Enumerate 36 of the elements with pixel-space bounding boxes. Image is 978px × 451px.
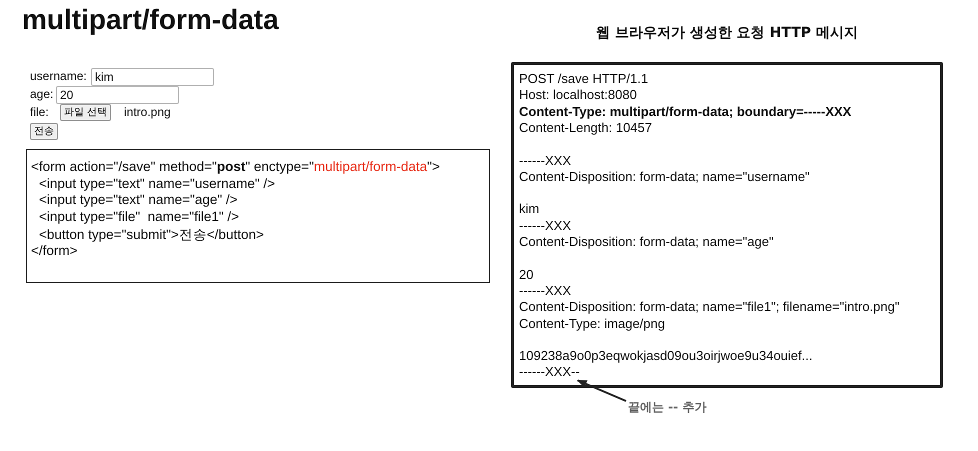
code-text: "> (427, 159, 440, 174)
message-line: ------XXX (519, 152, 571, 168)
input-field: 20 (56, 86, 179, 104)
message-line: Content-Type: image/png (519, 316, 665, 330)
field-label: intro.png (124, 105, 171, 119)
message-line: kim (519, 201, 540, 216)
code-text: <input type="file" name="file1" /> (39, 209, 240, 224)
code-text: <input type="text" name="username" /> (39, 176, 276, 191)
title: multipart/form-data (22, 4, 279, 36)
code-box (26, 149, 490, 283)
input-field: kim (91, 68, 214, 86)
arrow (576, 379, 626, 402)
message-line: 109238a9o0p3eqwokjasd09ou3oirjwoe9u34ouief... (519, 348, 812, 364)
file-button: 파일 선택 (60, 104, 112, 121)
code-text: <input type="text" name="age" /> (39, 192, 238, 208)
code-text: multipart/form-data (314, 159, 428, 174)
submit-button: 전송 (30, 123, 58, 140)
message-line: ------XXX-- (519, 364, 580, 380)
message-line: Content-Type: multipart/form-data; boundary=-----XXX (519, 104, 852, 119)
field-label: age: (30, 87, 54, 101)
code-text: </form> (31, 242, 78, 258)
message-line: ------XXX (519, 218, 571, 233)
code-text: <form action="/save" method="post" enctype=" (31, 159, 314, 174)
note-text: 끝에는 -- 추가 (628, 399, 706, 416)
field-label: file: (30, 105, 49, 119)
message-line: 20 (519, 266, 534, 282)
code-text: <button type="submit">전송</button> (39, 226, 264, 242)
message-line: Content-Disposition: form-data; name="file1"; filename="intro.png" (519, 299, 900, 314)
heading: 웹 브라우저가 생성한 요청 HTTP 메시지 (595, 24, 859, 42)
message-line: Content-Disposition: form-data; name="username" (519, 168, 810, 184)
message-line: POST /save HTTP/1.1 (519, 71, 648, 86)
message-line: Host: localhost:8080 (519, 87, 637, 102)
message-line: Content-Disposition: form-data; name="age" (519, 234, 774, 249)
message-line: Content-Length: 10457 (519, 120, 652, 135)
field-label: username: (30, 69, 87, 83)
message-line: ------XXX (519, 282, 571, 298)
